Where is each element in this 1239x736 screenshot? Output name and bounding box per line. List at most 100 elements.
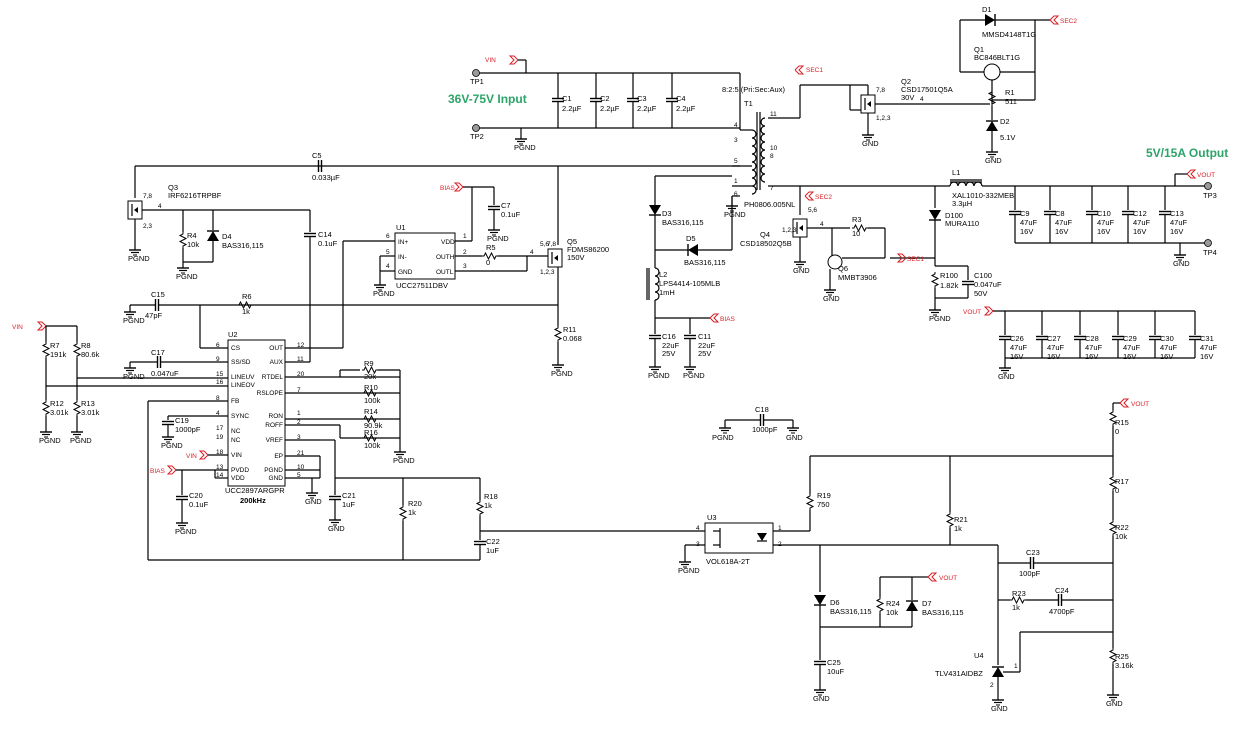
u4-shunt-ref: [991, 666, 1005, 678]
svg-text:UCC27511DBV: UCC27511DBV: [396, 281, 448, 290]
tp4-testpoint[interactable]: [1204, 239, 1212, 247]
svg-text:VOUT: VOUT: [939, 575, 957, 582]
tp3-testpoint[interactable]: [1204, 182, 1212, 190]
u2-pin-label: EP: [274, 453, 283, 460]
svg-text:1uF: 1uF: [342, 500, 355, 509]
svg-text:200kHz: 200kHz: [240, 496, 266, 505]
q3-mosfet: [127, 200, 143, 220]
svg-text:R22: R22: [1115, 523, 1129, 532]
output-cap-c27-text: 16V: [1047, 352, 1060, 361]
u2-pin-number: 2: [297, 419, 301, 426]
svg-text:0.047uF: 0.047uF: [151, 369, 179, 378]
svg-text:Q5: Q5: [567, 237, 577, 246]
svg-text:BIAS: BIAS: [440, 185, 455, 192]
output-cap-c30-text: 16V: [1160, 352, 1173, 361]
svg-text:5,6: 5,6: [808, 207, 817, 214]
u2-pin-number: 6: [216, 342, 220, 349]
svg-text:0.068: 0.068: [563, 334, 582, 343]
output-cap-c30-text: C30: [1160, 334, 1174, 343]
svg-text:C100: C100: [974, 271, 992, 280]
svg-text:11: 11: [770, 111, 777, 118]
d100-diode: [928, 209, 942, 221]
tp1-testpoint[interactable]: [472, 69, 480, 77]
svg-text:D4: D4: [222, 232, 232, 241]
svg-text:2: 2: [990, 682, 994, 689]
svg-text:PGND: PGND: [551, 369, 573, 378]
svg-text:1,2,3: 1,2,3: [540, 269, 555, 276]
u2-pin-number: 10: [297, 464, 305, 471]
output-cap-c8-text: 16V: [1055, 227, 1068, 236]
svg-text:PGND: PGND: [648, 371, 670, 380]
output-cap-c13-text: 16V: [1170, 227, 1183, 236]
svg-text:10uF: 10uF: [827, 667, 845, 676]
svg-text:BC846BLT1G: BC846BLT1G: [974, 53, 1020, 62]
svg-text:6: 6: [386, 233, 390, 240]
svg-text:7,8: 7,8: [547, 241, 556, 248]
vin-net-flag: VIN: [485, 57, 496, 64]
svg-text:1: 1: [734, 178, 738, 185]
output-cap-c10-text: C10: [1097, 209, 1111, 218]
q6-transistor: [827, 254, 843, 270]
u2-pin-label: AUX: [270, 359, 284, 366]
svg-text:1mH: 1mH: [659, 288, 675, 297]
svg-text:Q3: Q3: [168, 183, 178, 192]
tp2-testpoint[interactable]: [472, 124, 480, 132]
svg-text:150V: 150V: [567, 253, 585, 262]
output-cap-c12-text: 47uF: [1133, 218, 1151, 227]
svg-text:U1: U1: [396, 223, 406, 232]
svg-text:25V: 25V: [698, 349, 711, 358]
svg-text:22uF: 22uF: [662, 341, 680, 350]
svg-text:4: 4: [820, 221, 824, 228]
svg-text:SEC2: SEC2: [1060, 18, 1077, 25]
svg-text:PGND: PGND: [712, 433, 734, 442]
u2-pin-label: OUT: [269, 345, 283, 352]
output-cap-c31-text: 16V: [1200, 352, 1213, 361]
output-cap-c28-text: 47uF: [1085, 343, 1103, 352]
svg-text:PGND: PGND: [123, 372, 145, 381]
svg-text:BIAS: BIAS: [720, 316, 735, 323]
output-cap-c8-text: C8: [1055, 209, 1065, 218]
svg-text:0.1uF: 0.1uF: [501, 210, 521, 219]
u3-optocoupler: U3 VOL618A-2T 4 3 1 2 PGND: [678, 513, 950, 575]
svg-text:MMBT3906: MMBT3906: [838, 273, 877, 282]
svg-text:GND: GND: [1106, 699, 1123, 708]
u2-pin-label: SS/SD: [231, 359, 251, 366]
svg-text:Q4: Q4: [760, 230, 770, 239]
svg-text:C5: C5: [312, 151, 322, 160]
svg-text:100k: 100k: [364, 396, 381, 405]
t1-ref: T1: [744, 99, 753, 108]
svg-text:1uF: 1uF: [486, 546, 499, 555]
svg-text:U2: U2: [228, 330, 238, 339]
svg-text:1000pF: 1000pF: [752, 425, 778, 434]
svg-text:10k: 10k: [886, 608, 898, 617]
svg-text:6: 6: [734, 191, 738, 198]
svg-text:PGND: PGND: [39, 436, 61, 445]
svg-text:R7: R7: [50, 341, 60, 350]
svg-text:R3: R3: [852, 215, 862, 224]
u2-pin-label: VREF: [266, 437, 283, 444]
svg-text:R100: R100: [940, 271, 958, 280]
svg-text:PGND: PGND: [683, 371, 705, 380]
svg-text:CSD18502Q5B: CSD18502Q5B: [740, 239, 792, 248]
u2-pin-number: 1: [297, 410, 301, 417]
d7-diode: [905, 600, 919, 612]
c2-value: 2.2µF: [600, 104, 620, 113]
svg-text:C11: C11: [698, 332, 711, 341]
svg-text:BAS316,115: BAS316,115: [222, 241, 264, 250]
svg-text:4: 4: [734, 122, 738, 129]
svg-text:VOUT: VOUT: [1197, 172, 1215, 179]
output-cap-c26-text: 16V: [1010, 352, 1023, 361]
output-cap-c29-text: C29: [1123, 334, 1137, 343]
u2-pin-label: VIN: [231, 452, 242, 459]
svg-text:U3: U3: [707, 513, 717, 522]
svg-text:R11: R11: [563, 325, 576, 334]
svg-text:GND: GND: [998, 372, 1015, 381]
svg-text:1: 1: [1014, 663, 1018, 670]
svg-text:C21: C21: [342, 491, 356, 500]
svg-text:1000pF: 1000pF: [175, 425, 201, 434]
svg-text:TP4: TP4: [1203, 248, 1217, 257]
